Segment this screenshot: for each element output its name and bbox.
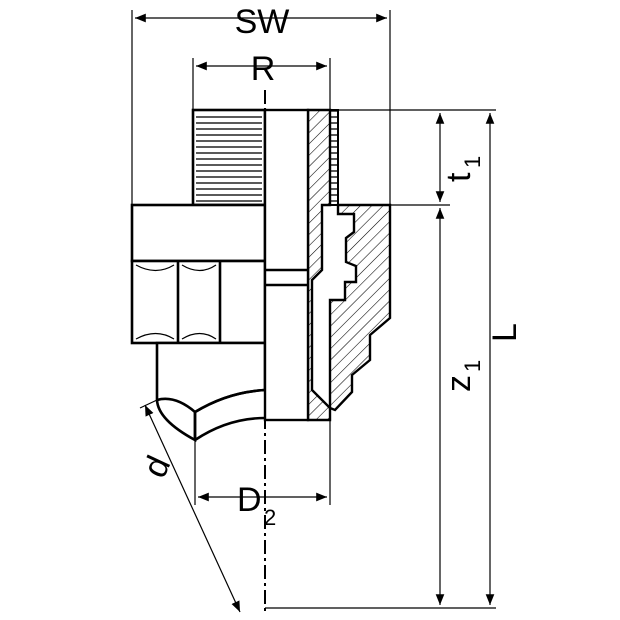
thread-pattern: [196, 113, 262, 203]
dimension-lines: [135, 13, 495, 613]
dim-d: [144, 404, 241, 613]
label-z1: z 1: [440, 360, 485, 392]
label-sw: SW: [235, 3, 290, 41]
label-l: L: [486, 323, 524, 342]
union-nut-band: [130, 203, 267, 263]
svg-text:D: D: [237, 481, 262, 519]
extension-lines: [131, 10, 496, 609]
section-inner-wall: [306, 108, 332, 422]
fitting-body-outside: [130, 108, 267, 443]
label-r: R: [251, 50, 276, 88]
label-d: d: [136, 450, 178, 483]
label-d2: D 2: [237, 481, 276, 530]
svg-text:z: z: [440, 375, 478, 392]
svg-text:L: L: [486, 323, 524, 342]
section-outer-nut: [328, 203, 392, 412]
svg-text:1: 1: [460, 156, 485, 168]
svg-text:t: t: [440, 172, 478, 182]
hex-nut: [130, 259, 267, 345]
svg-text:2: 2: [264, 505, 276, 530]
label-t1: t 1: [440, 156, 485, 182]
svg-text:d: d: [136, 450, 178, 483]
bore: [263, 108, 310, 422]
fitting-body-section: [263, 108, 392, 422]
thread-right: [329, 109, 339, 206]
svg-text:1: 1: [460, 360, 485, 372]
